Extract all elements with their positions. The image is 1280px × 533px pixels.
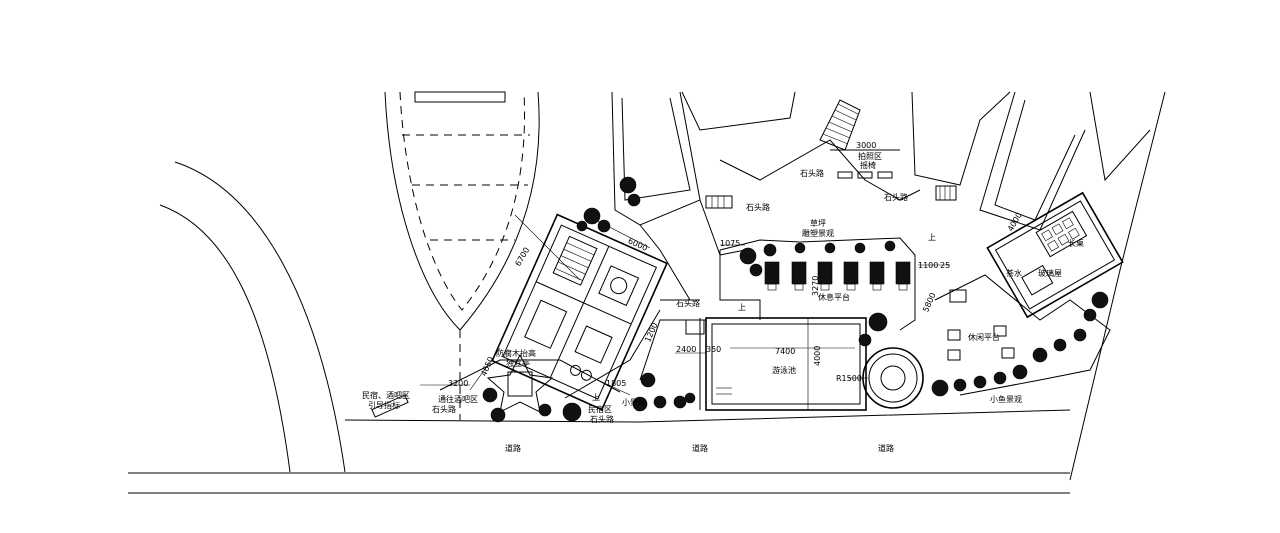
road-lines — [128, 91, 1166, 494]
stone-path-upper-left: 石头路 — [746, 202, 770, 212]
up-label-1: 上 — [928, 233, 936, 242]
pavilion — [486, 353, 554, 413]
swimming-pool — [685, 317, 867, 411]
upper-structures — [611, 91, 1151, 301]
labels: 道路 道路 道路 石头路 石头路 石头路 石头路 石头路 石头路 草坪 雕塑景观… — [362, 151, 1084, 453]
dim-3000: 3000 — [856, 141, 876, 150]
dim-7400: 7400 — [775, 347, 795, 356]
tree-cluster-1 — [619, 176, 641, 207]
small-waterfall-label: 小鱼景观 — [990, 394, 1022, 404]
guide-sign-label-2: 引导指标 — [368, 400, 400, 410]
glass-house-label: 玻璃屋 — [1038, 268, 1062, 278]
road-label-3: 道路 — [878, 443, 894, 453]
guesthouse-zone-label: 民宿区 — [588, 404, 612, 414]
dim-3270: 3270 — [811, 276, 820, 296]
leisure-platform-label: 休闲平台 — [968, 332, 1000, 342]
dim-3200: 3200 — [448, 379, 468, 388]
tree-cluster-7 — [931, 291, 1109, 397]
boat-area — [384, 91, 540, 420]
lawn-area — [719, 237, 916, 331]
road-label-1: 道路 — [505, 443, 521, 453]
guide-sign — [371, 394, 409, 418]
dim-r1500: R1500 — [836, 374, 862, 383]
glass-house — [986, 191, 1124, 319]
stone-path-sw: 石头路 — [432, 404, 456, 414]
dim-1075: 1075 — [720, 239, 740, 248]
stairs-top — [705, 99, 957, 209]
tree-cluster-5 — [482, 387, 582, 423]
tree-cluster-6 — [632, 372, 696, 412]
dim-1805: 1805 — [606, 379, 626, 388]
pavilion-label: 防腐木抬高 — [496, 348, 536, 358]
swing-label: 摇椅 — [860, 160, 876, 170]
stone-path-top: 石头路 — [800, 168, 824, 178]
photo-zone-label: 拍照区 — [858, 151, 882, 161]
stone-paths — [439, 299, 700, 399]
dim-5800: 5800 — [921, 291, 938, 313]
dim-350: 350 — [706, 345, 721, 354]
dim-2400: 2400 — [676, 345, 696, 354]
dim-4000: 4000 — [813, 346, 822, 366]
stone-path-guesthouse: 石头路 — [590, 414, 614, 424]
pavilion-label-2: 独立亭 — [506, 358, 530, 368]
road-label-2: 道路 — [692, 443, 708, 453]
plants — [482, 176, 1109, 423]
jacuzzi — [862, 347, 924, 409]
up-label-2: 上 — [738, 303, 746, 312]
stone-path-right: 石头路 — [884, 192, 908, 202]
dim-4000-top: 4000 — [1006, 211, 1024, 233]
guide-sign-label-1: 民宿、酒吧区 — [362, 390, 410, 400]
rest-platform-label: 休息平台 — [818, 292, 850, 302]
dim-1200: 1200 — [643, 321, 660, 343]
tree-cluster-3 — [739, 240, 896, 277]
tree-cluster-4 — [858, 312, 888, 347]
lawn-label: 草坪 — [810, 218, 826, 228]
small-landscape-label: 小景观 — [622, 398, 646, 407]
dim-1100: 1100 — [918, 261, 938, 270]
dim-6700: 6700 — [513, 246, 531, 268]
pool-label: 游泳池 — [772, 365, 796, 375]
up-label-3: 上 — [592, 393, 600, 402]
lounge-chairs — [764, 261, 911, 291]
dim-4650: 4650 — [479, 355, 496, 377]
stone-path-pool: 石头路 — [676, 298, 700, 308]
dimension-lines — [420, 149, 950, 410]
dim-25: 25 — [940, 261, 950, 270]
tree-cluster-2 — [576, 207, 611, 233]
long-table-label: 长桌 — [1068, 238, 1084, 248]
sculpture-label: 雕塑景观 — [802, 228, 834, 238]
to-bar-label: 通往酒吧区 — [438, 394, 478, 404]
tea-table-label: 茶水 — [1006, 268, 1022, 278]
